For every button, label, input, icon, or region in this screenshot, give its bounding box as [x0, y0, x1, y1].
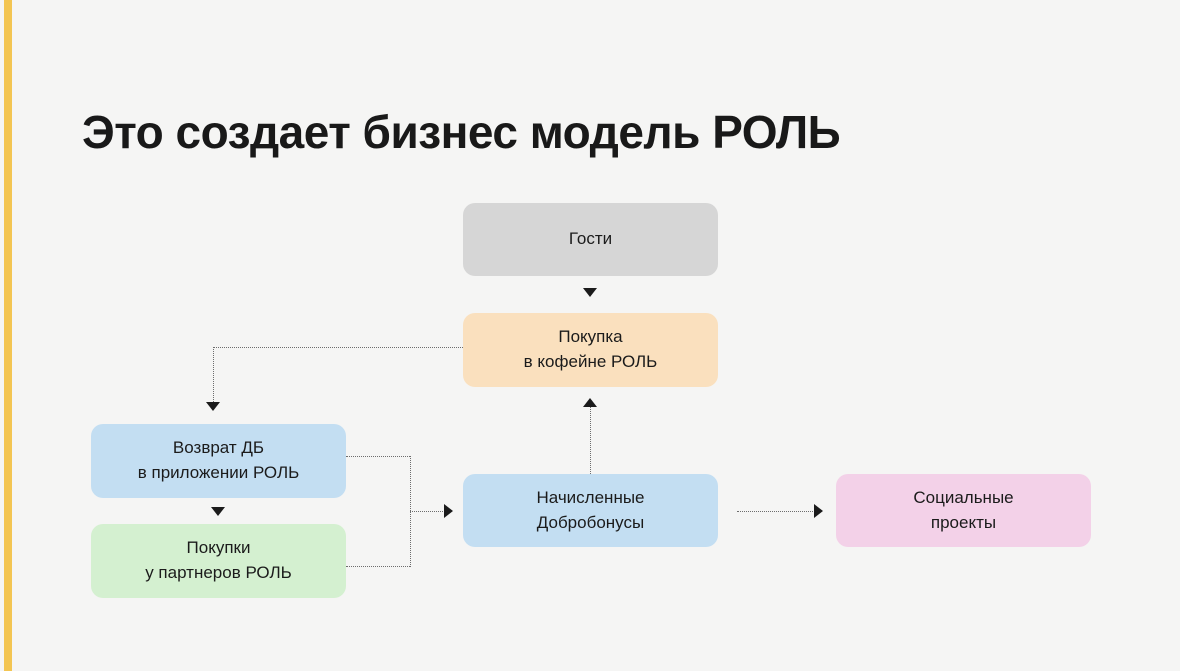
edge-line-horizontal — [410, 511, 445, 512]
edge-line-vertical — [213, 347, 214, 402]
flow-node-accrued-dobrobonuses[interactable]: Начисленные Добробонусы — [463, 474, 718, 547]
flow-node-purchases-at-partners[interactable]: Покупки у партнеров РОЛЬ — [91, 524, 346, 598]
edge-line-horizontal — [737, 511, 815, 512]
flow-node-label: Социальные проекты — [913, 487, 1014, 532]
arrowhead-right-icon — [814, 504, 823, 518]
flow-node-label: Возврат ДБ в приложении РОЛЬ — [137, 438, 300, 482]
edge-line-vertical — [410, 511, 411, 567]
flow-node-label: Гости — [568, 229, 613, 249]
flow-node-social-projects[interactable]: Социальные проекты — [836, 474, 1091, 547]
flow-node-return-db-in-app[interactable]: Возврат ДБ в приложении РОЛЬ — [91, 424, 346, 498]
left-accent-bar — [4, 0, 12, 671]
arrowhead-down-icon — [211, 507, 225, 516]
page-title: Это создает бизнес модель РОЛЬ — [82, 105, 841, 158]
edge-line-vertical — [590, 407, 591, 474]
edge-line-horizontal — [213, 347, 463, 348]
arrowhead-down-icon — [206, 402, 220, 411]
flow-node-label: Покупки у партнеров РОЛЬ — [145, 538, 292, 582]
edge-line-horizontal — [346, 456, 410, 457]
flow-node-purchase-in-cafe[interactable]: Покупка в кофейне РОЛЬ — [463, 313, 718, 387]
flow-node-label: Покупка в кофейне РОЛЬ — [523, 327, 658, 371]
edge-line-vertical — [410, 456, 411, 511]
arrowhead-down-icon — [583, 288, 597, 297]
arrowhead-right-icon — [444, 504, 453, 518]
flow-node-label: Начисленные Добробонусы — [536, 487, 645, 532]
flow-node-guests[interactable]: Гости — [463, 203, 718, 276]
arrowhead-up-icon — [583, 398, 597, 407]
edge-line-horizontal — [346, 566, 410, 567]
